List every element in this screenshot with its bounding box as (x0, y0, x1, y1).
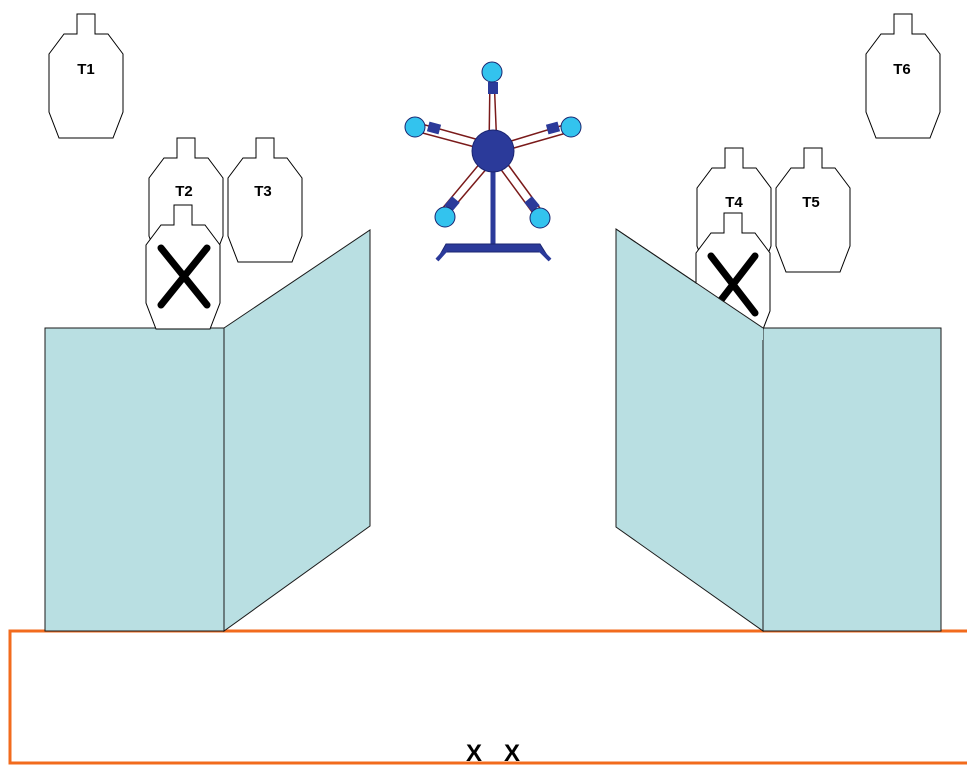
start-marker-2: X (504, 740, 520, 766)
target-t2-label: T2 (175, 183, 193, 200)
left-wall-front (44, 327, 225, 632)
target-t2: T2 (148, 137, 224, 263)
target-t5: T5 (775, 147, 851, 273)
right-wall (615, 228, 942, 632)
spinner-target (404, 61, 582, 262)
right-wall-wing-overlap (695, 283, 763, 340)
right-wall-front (762, 327, 942, 632)
left-wall (44, 229, 371, 632)
target-t6: T6 (865, 13, 941, 139)
target-t4: T4 (696, 147, 772, 273)
fault-line-area (8, 629, 967, 765)
start-marker-1: X (466, 740, 482, 766)
target-t3-label: T3 (254, 183, 272, 200)
target-t5-label: T5 (802, 194, 820, 211)
target-t3: T3 (227, 137, 303, 263)
no-shoot-left (145, 204, 221, 330)
left-wall-wing (223, 229, 371, 632)
target-t1-label: T1 (77, 61, 95, 78)
right-wall-edge (615, 228, 764, 329)
target-t6-label: T6 (893, 61, 911, 78)
target-t4-label: T4 (725, 194, 743, 211)
target-t1: T1 (48, 13, 124, 139)
